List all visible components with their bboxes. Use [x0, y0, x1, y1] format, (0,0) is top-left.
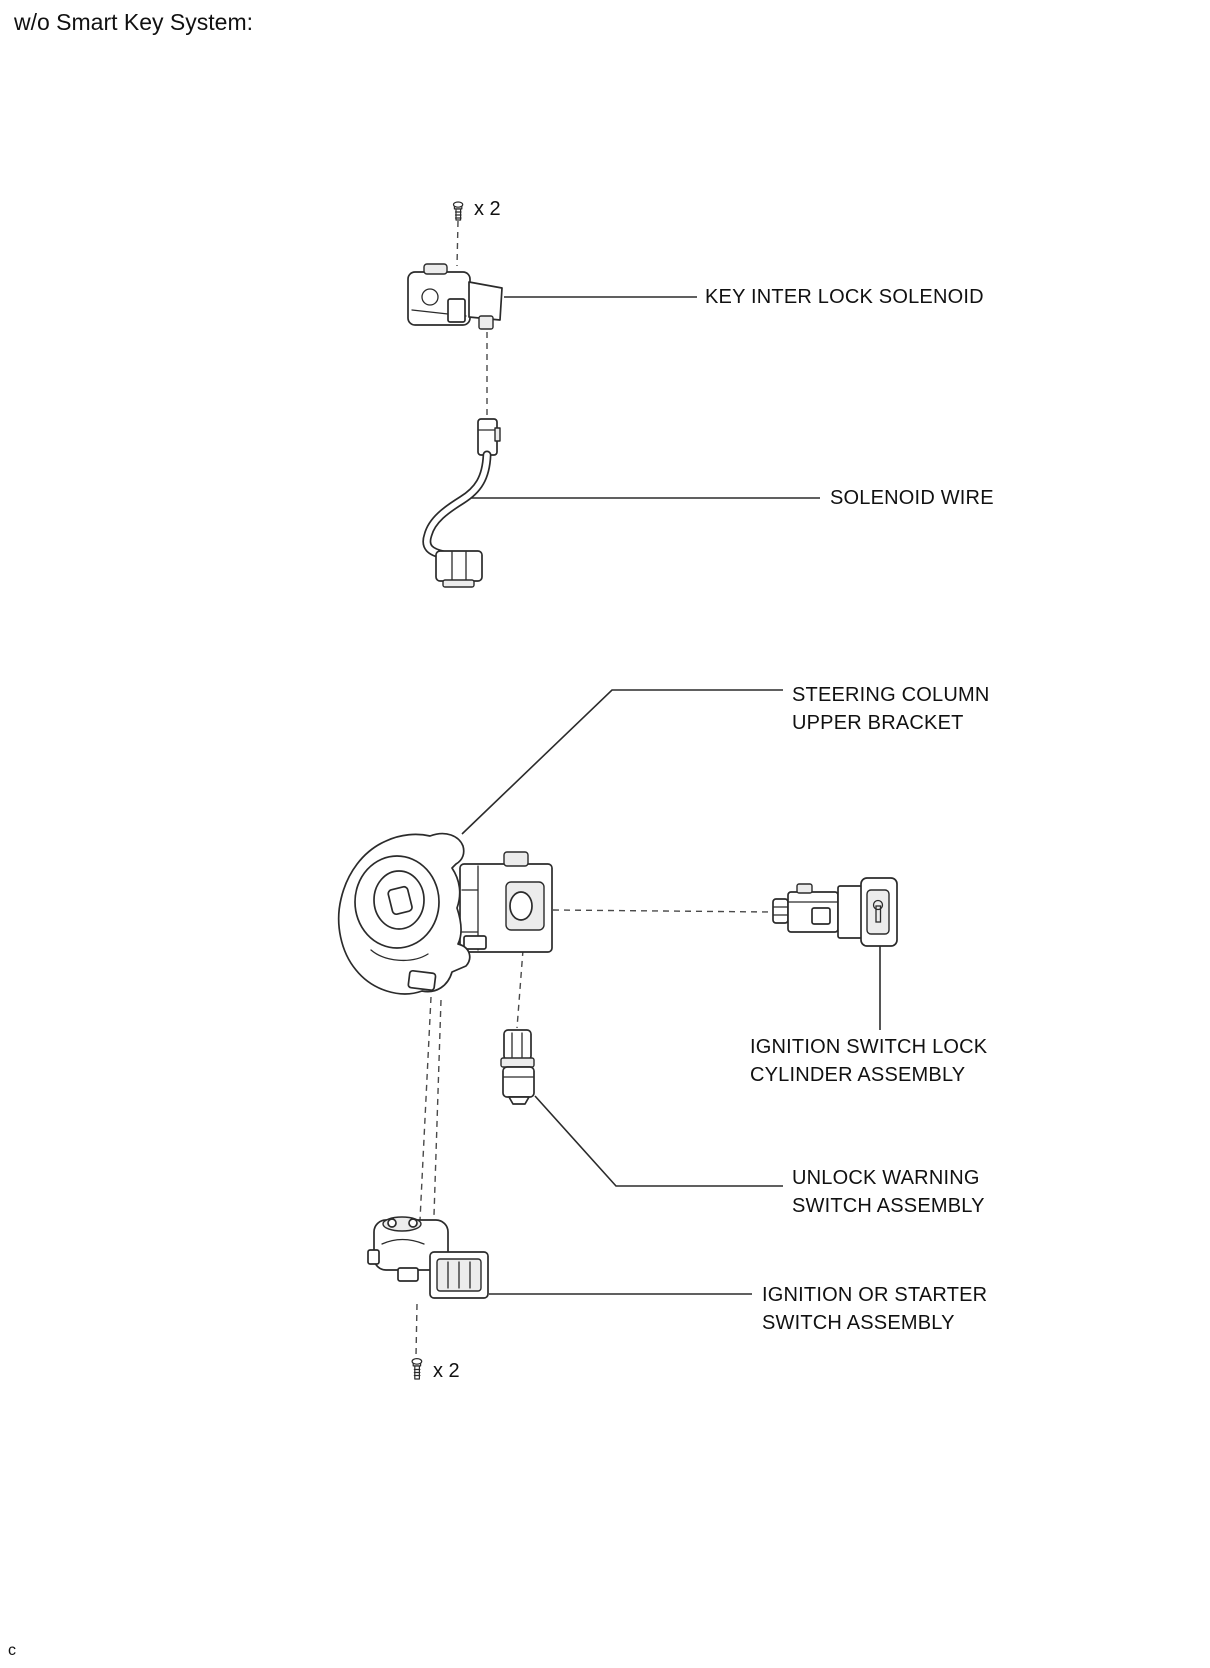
label-steering-column-upper-bracket: STEERING COLUMN UPPER BRACKET	[792, 681, 989, 737]
label-ignition-switch-lock-cylinder: IGNITION SWITCH LOCK CYLINDER ASSEMBLY	[750, 1033, 987, 1089]
assembly-dashed-lines	[415, 220, 773, 1357]
label-line: SWITCH ASSEMBLY	[792, 1195, 985, 1217]
label-line: CYLINDER ASSEMBLY	[750, 1064, 966, 1086]
label-line: SOLENOID WIRE	[830, 487, 994, 509]
leader-steering-column-upper-bracket	[461, 689, 783, 835]
label-line: IGNITION OR STARTER	[762, 1284, 988, 1306]
unlock-warning-switch-part	[500, 1029, 535, 1105]
label-line: UPPER BRACKET	[792, 712, 964, 734]
solenoid-wire-part	[422, 418, 501, 588]
label-line: KEY INTER LOCK SOLENOID	[705, 286, 984, 308]
leader-unlock-warning-switch	[534, 1095, 783, 1187]
label-ignition-or-starter-switch: IGNITION OR STARTER SWITCH ASSEMBLY	[762, 1281, 987, 1337]
corner-note: c	[8, 1642, 16, 1659]
screw-bottom-part	[411, 1357, 423, 1380]
screw-top-part	[452, 201, 464, 221]
label-solenoid-wire: SOLENOID WIRE	[830, 484, 994, 512]
label-line: IGNITION SWITCH LOCK	[750, 1036, 988, 1058]
label-line: UNLOCK WARNING	[792, 1167, 980, 1189]
label-line: STEERING COLUMN	[792, 684, 990, 706]
steering-column-upper-bracket-part	[337, 832, 553, 995]
ignition-switch-lock-cylinder-part	[772, 877, 898, 947]
page-title: w/o Smart Key System:	[14, 9, 254, 35]
label-line: SWITCH ASSEMBLY	[762, 1312, 955, 1334]
label-unlock-warning-switch: UNLOCK WARNING SWITCH ASSEMBLY	[792, 1164, 985, 1220]
key-inter-lock-solenoid-part	[407, 263, 503, 330]
screw-bottom-qty-label: x 2	[433, 1360, 460, 1382]
leader-lines	[461, 296, 881, 1295]
ignition-or-starter-switch-part	[367, 1216, 489, 1299]
label-key-inter-lock-solenoid: KEY INTER LOCK SOLENOID	[705, 283, 984, 311]
screw-top-qty-label: x 2	[474, 198, 501, 220]
